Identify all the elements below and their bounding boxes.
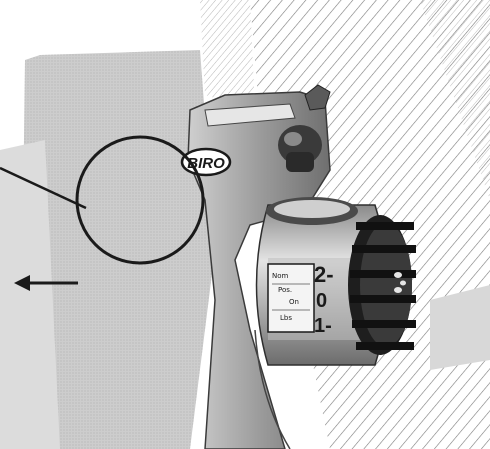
scale-line-1: Nom [272,272,289,280]
scale-line-4: Lbs [280,314,292,322]
brand-label: BIRO [187,155,225,172]
ribbed-knob [348,215,416,355]
dial-number-top: 2- [314,262,334,287]
scale-line-3: On [289,298,299,306]
locking-knob [278,84,331,172]
scale-line-2: Pos. [278,286,292,294]
dial-number-bottom: 1- [314,315,332,337]
left-arrow-icon [14,275,78,291]
callout-circle [0,135,205,265]
scale-label: Nom Pos. On Lbs [267,263,315,333]
dial-number-middle: 0 [316,290,327,312]
dial-numbers: 2- 0 1- [314,262,334,337]
